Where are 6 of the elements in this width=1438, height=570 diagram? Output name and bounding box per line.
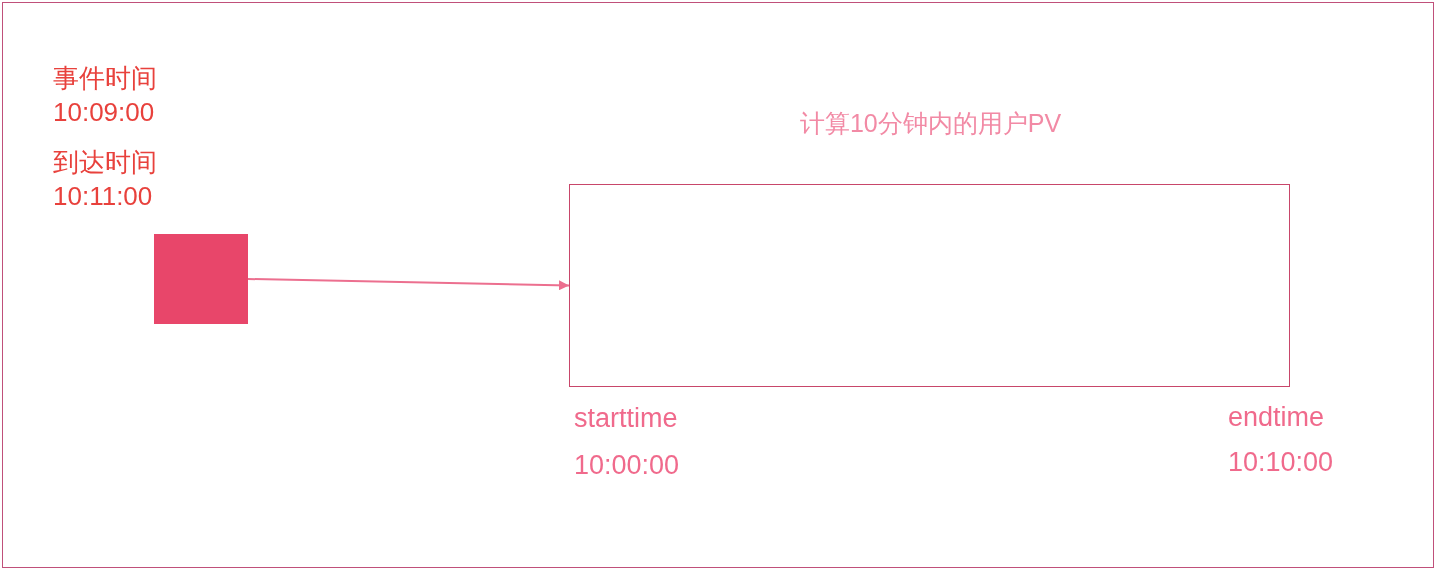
start-time-label: starttime 10:00:00 <box>574 402 681 483</box>
event-time-label: 事件时间 10:09:00 <box>53 62 158 129</box>
arrow <box>247 278 570 291</box>
arrival-time-label: 到达时间 10:11:00 <box>53 146 158 213</box>
window-title: 计算10分钟内的用户PV <box>798 108 1063 139</box>
end-time-label: endtime 10:10:00 <box>1228 401 1335 479</box>
